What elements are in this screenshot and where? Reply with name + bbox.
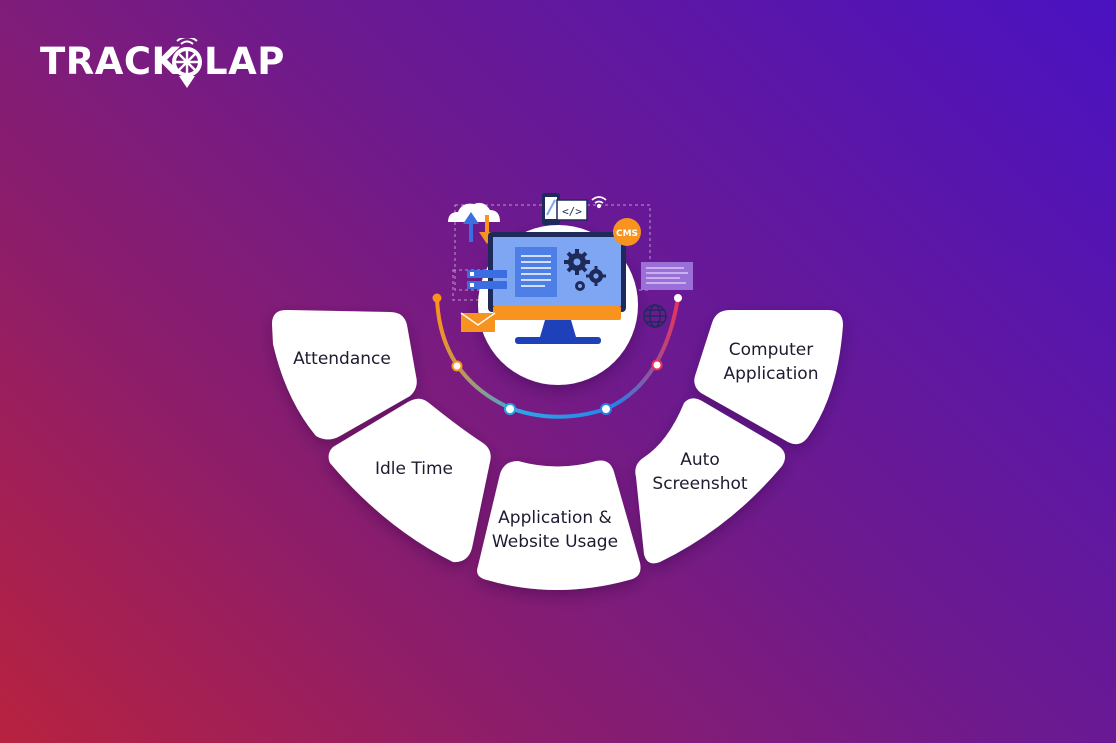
card-attendance[interactable]: [272, 309, 417, 440]
globe-icon: [643, 304, 667, 328]
feature-label-computer-application: Computer Application: [723, 340, 819, 384]
cms-badge-label: CMS: [616, 229, 638, 239]
logo-text-lap: LAP: [204, 40, 285, 83]
code-window-icon: </>: [556, 199, 588, 221]
feature-label-idle-time: Idle Time: [375, 459, 453, 479]
feature-label-attendance: Attendance: [293, 349, 391, 369]
cms-badge: CMS: [613, 218, 641, 246]
card-idle-time[interactable]: [328, 398, 491, 563]
feature-label-application-website-usage: Application & Website Usage: [491, 508, 619, 552]
card-auto-screenshot[interactable]: [635, 398, 786, 564]
svg-text:</>: </>: [562, 205, 582, 218]
card-computer-application[interactable]: [694, 310, 843, 445]
mail-icon: [460, 312, 496, 332]
logo-text-track: TRACK: [40, 40, 181, 83]
monitor-icon: [488, 232, 626, 344]
location-pin-icon: [172, 38, 202, 88]
smartphone-icon: [542, 193, 560, 225]
wifi-icon: [591, 196, 607, 209]
trackolap-logo: TRACK LAP: [40, 38, 300, 90]
card-application-usage[interactable]: [477, 460, 641, 590]
cloud-sync-icon: [448, 202, 500, 244]
code-panel-icon: [641, 262, 693, 290]
form-widget-icon: [467, 270, 507, 289]
feature-label-auto-screenshot: Auto Screenshot: [652, 450, 748, 494]
gear-icon: [564, 249, 606, 291]
